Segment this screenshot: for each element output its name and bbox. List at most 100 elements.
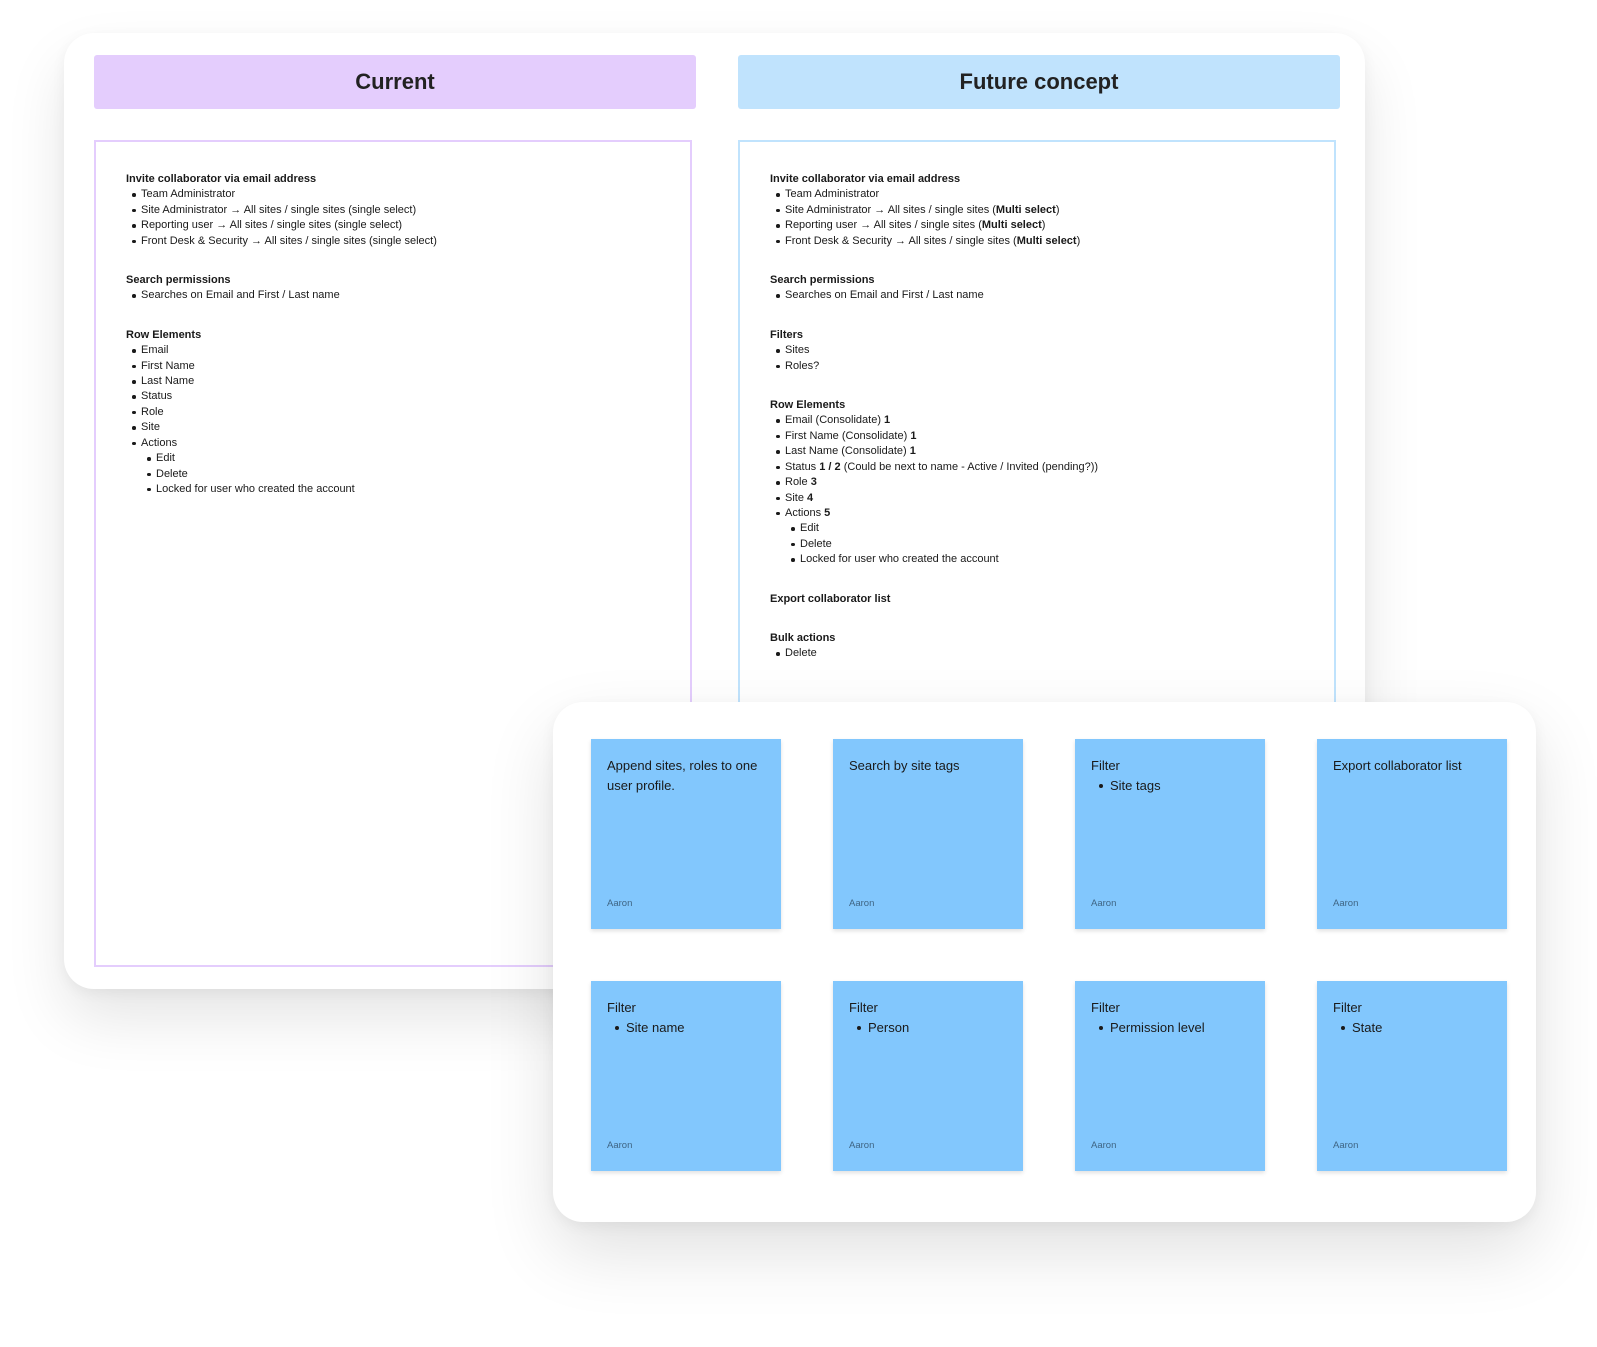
list-item: Last Name [132,374,660,389]
current-header[interactable]: Current [94,55,696,109]
sticky-note[interactable]: Filter State Aaron [1317,981,1507,1171]
list-item: Searches on Email and First / Last name [776,288,1304,303]
item-text: Role [785,476,811,489]
list-item: Reporting user → All sites / single site… [132,218,660,233]
item-number: 1 / 2 [819,460,841,473]
sticky-note[interactable]: Filter Site tags Aaron [1075,739,1265,929]
sticky-author: Aaron [607,897,633,909]
item-text: (Could be next to name - Active / Invite… [840,460,1099,473]
sticky-text: Search by site tags [849,758,960,773]
list-item: Delete [147,467,660,482]
sticky-list: Site tags [1091,776,1249,796]
list-item: Front Desk & Security → All sites / sing… [776,234,1304,249]
item-text: Email (Consolidate) [785,414,885,427]
sticky-list: Permission level [1091,1018,1249,1038]
sticky-note[interactable]: Search by site tags Aaron [833,739,1023,929]
sticky-author: Aaron [1091,897,1117,909]
filters-section: Filters Sites Roles? [770,328,1304,374]
item-number: 4 [807,491,814,504]
list-item: Sites [776,343,1304,358]
item-text: Site [785,491,808,504]
item-number: 5 [824,506,831,519]
invite-section: Invite collaborator via email address Te… [126,172,660,249]
sticky-list: State [1333,1018,1491,1038]
sticky-note[interactable]: Append sites, roles to one user profile.… [591,739,781,929]
list-item-label: Actions [141,436,178,449]
invite-list: Team Administrator Site Administrator → … [770,187,1304,249]
item-text: ) [1055,203,1060,216]
sticky-note[interactable]: Export collaborator list Aaron [1317,739,1507,929]
item-emphasis: Multi select [981,219,1042,232]
sticky-text: Filter [1333,1000,1362,1015]
list-item: First Name (Consolidate) 1 [776,429,1304,444]
item-number: 1 [910,429,917,442]
invite-list: Team Administrator Site Administrator → … [126,187,660,249]
list-item: Role 3 [776,475,1304,490]
sticky-author: Aaron [849,1139,875,1151]
row-elements-list: Email (Consolidate) 1 First Name (Consol… [770,413,1304,567]
actions-sublist: Edit Delete Locked for user who created … [785,521,1304,567]
row-elements-section: Row Elements Email First Name Last Name … [126,328,660,497]
sticky-note[interactable]: Filter Permission level Aaron [1075,981,1265,1171]
filters-list: Sites Roles? [770,343,1304,374]
bulk-actions-list: Delete [770,646,1304,661]
section-title: Bulk actions [770,631,836,644]
item-text: ) [1076,234,1081,247]
list-item: Email [132,343,660,358]
list-item: Edit [147,451,660,466]
list-item: Actions 5 Edit Delete Locked for user wh… [776,506,1304,568]
section-title: Search permissions [770,274,875,287]
item-text: Reporting user → All sites / single site… [785,219,982,232]
sticky-author: Aaron [1333,897,1359,909]
list-item: Roles? [776,359,1304,374]
list-item: Status 1 / 2 (Could be next to name - Ac… [776,460,1304,475]
list-item: Edit [791,521,1304,536]
list-item: Permission level [1099,1018,1249,1038]
item-number: 3 [810,476,817,489]
sticky-author: Aaron [849,897,875,909]
list-item: Reporting user → All sites / single site… [776,218,1304,233]
sticky-list: Site name [607,1018,765,1038]
list-item: Delete [791,537,1304,552]
section-title: Invite collaborator via email address [126,173,317,185]
list-item: Last Name (Consolidate) 1 [776,444,1304,459]
sticky-note[interactable]: Filter Site name Aaron [591,981,781,1171]
list-item: Actions Edit Delete Locked for user who … [132,436,660,498]
list-item: Site name [615,1018,765,1038]
row-elements-section: Row Elements Email (Consolidate) 1 First… [770,398,1304,567]
sticky-author: Aaron [607,1139,633,1151]
list-item: Site Administrator → All sites / single … [132,203,660,218]
item-text: ) [1041,219,1046,232]
list-item: Site Administrator → All sites / single … [776,203,1304,218]
search-section: Search permissions Searches on Email and… [126,273,660,304]
search-list: Searches on Email and First / Last name [126,288,660,303]
sticky-author: Aaron [1091,1139,1117,1151]
export-section: Export collaborator list [770,592,1304,607]
list-item: Person [857,1018,1007,1038]
list-item: Team Administrator [776,187,1304,202]
list-item: Front Desk & Security → All sites / sing… [132,234,660,249]
future-concept-panel[interactable]: Invite collaborator via email address Te… [738,140,1336,740]
section-title: Invite collaborator via email address [770,173,961,185]
list-item: Site 4 [776,491,1304,506]
future-concept-header[interactable]: Future concept [738,55,1340,109]
section-title: Export collaborator list [770,592,891,605]
search-list: Searches on Email and First / Last name [770,288,1304,303]
item-emphasis: Multi select [1016,234,1077,247]
list-item: Team Administrator [132,187,660,202]
list-item: Locked for user who created the account [791,552,1304,567]
item-text: Status [785,460,820,473]
list-item: Delete [776,646,1304,661]
sticky-text: Export collaborator list [1333,758,1462,773]
list-item: Searches on Email and First / Last name [132,288,660,303]
section-title: Row Elements [126,328,202,341]
sticky-author: Aaron [1333,1139,1359,1151]
sticky-text: Filter [1091,1000,1120,1015]
list-item: Site [132,420,660,435]
row-elements-list: Email First Name Last Name Status Role S… [126,343,660,497]
list-item: State [1341,1018,1491,1038]
list-item: Email (Consolidate) 1 [776,413,1304,428]
sticky-note[interactable]: Filter Person Aaron [833,981,1023,1171]
item-text: Front Desk & Security → All sites / sing… [785,234,1017,247]
